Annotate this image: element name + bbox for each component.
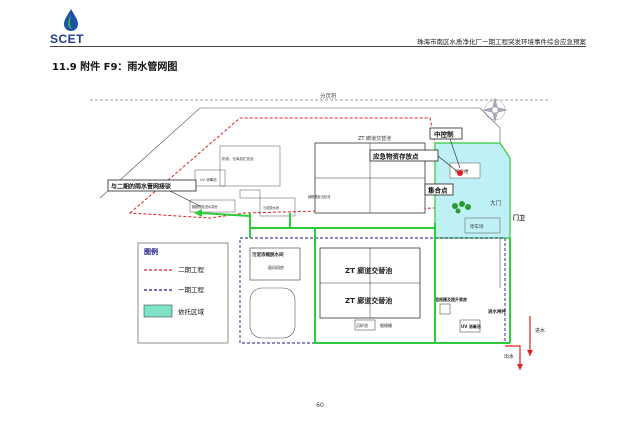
coarse-grille-label: 粗格栅及提升泵房 [435, 296, 467, 302]
sludge-pump-room [249, 247, 301, 281]
building-repair-label: 机修、仓库及贮泥池 [222, 156, 254, 161]
legend-phase2-label: 二期工程 [178, 265, 205, 274]
assembly-point-callout [424, 183, 454, 196]
road-label: 分页符 [320, 92, 337, 100]
inlet-well-label: 进水闸井 [488, 308, 506, 315]
sand-tank-label: 沉砂池 [356, 322, 368, 328]
emergency-storage-marker [457, 170, 463, 176]
zt-tank-phase1 [319, 247, 421, 319]
uv-pool [459, 319, 481, 333]
phase2-link-arrow [194, 209, 251, 217]
guard-label: 门卫 [513, 214, 525, 222]
outlet-water-label: 出水 [504, 353, 514, 360]
inlet-arrow-icon [527, 316, 533, 356]
phase2-boundary [128, 117, 436, 219]
brand-logo-text: SCET [50, 32, 85, 46]
building-repair [219, 145, 281, 187]
central-control-label: 中控制 [434, 130, 454, 139]
header-divider [50, 46, 586, 47]
grille-room-label: 细格栅 [380, 322, 392, 328]
coarse-grille-room [439, 303, 451, 315]
building-coarse [189, 199, 236, 213]
legend-title: 图例 [144, 247, 158, 256]
uv-pool-label: UV 消毒池 [461, 323, 481, 329]
sand-tank [354, 319, 376, 331]
document-title: 珠海市南区水质净化厂一期工程突发环境事件综合应急预案 [417, 38, 586, 46]
gate-label: 大门 [490, 199, 501, 207]
parking-label: 停车场 [470, 223, 484, 230]
building-coarse-label: 粗格栅及进水泵房 [192, 204, 218, 209]
parking-lot [464, 217, 501, 234]
building-grille-label: 细格栅及沉砂池 [308, 194, 331, 199]
legend-tenant-label: 依托区域 [178, 307, 205, 316]
building-uv [194, 169, 226, 187]
zt-label-mid-1: ZT 廊道交替池 [345, 266, 392, 275]
outlet-arrow-icon [505, 345, 523, 370]
stormwater-network-drawing: 分页符 ZT 廊道交替池 机修、仓库及贮泥池 UV 消毒池 粗格栅及进水泵房 污… [90, 92, 550, 370]
trees [452, 201, 471, 214]
logo-drop-icon [64, 9, 78, 31]
page-number: 60 [316, 402, 324, 409]
compass-rose-icon [482, 97, 508, 123]
blower-room-label: 鼓风机房 [268, 264, 284, 270]
building-sludge [259, 197, 296, 217]
phase2-connection-label: 与二期的雨水管网接驳 [111, 183, 172, 191]
round-tank [249, 287, 296, 339]
central-control-callout [429, 127, 463, 140]
phase2-connection-callout [107, 179, 197, 192]
inlet-water-label: 进水 [535, 327, 545, 334]
zt-label-top: ZT 廊道交替池 [358, 135, 391, 142]
stormwater-pipes [249, 213, 511, 344]
building-grille [239, 189, 261, 199]
emergency-storage-label: 应急物资存放点 [373, 152, 419, 161]
emergency-storage-callout [369, 149, 439, 162]
section-title: 11.9 附件 F9：雨水管网图 [52, 62, 178, 73]
building-sludge-label: 污泥脱水间 [263, 205, 279, 210]
building-uv-label: UV 消毒池 [200, 177, 217, 182]
assembly-point-label: 集合点 [427, 186, 448, 195]
sludge-pump-room-label: 污泥浓缩脱水间 [252, 251, 284, 258]
legend-phase1-label: 一期工程 [178, 285, 205, 294]
zt-label-mid-2: ZT 廊道交替池 [345, 296, 392, 305]
legend: 图例 二期工程 一期工程 依托区域 [137, 242, 229, 344]
